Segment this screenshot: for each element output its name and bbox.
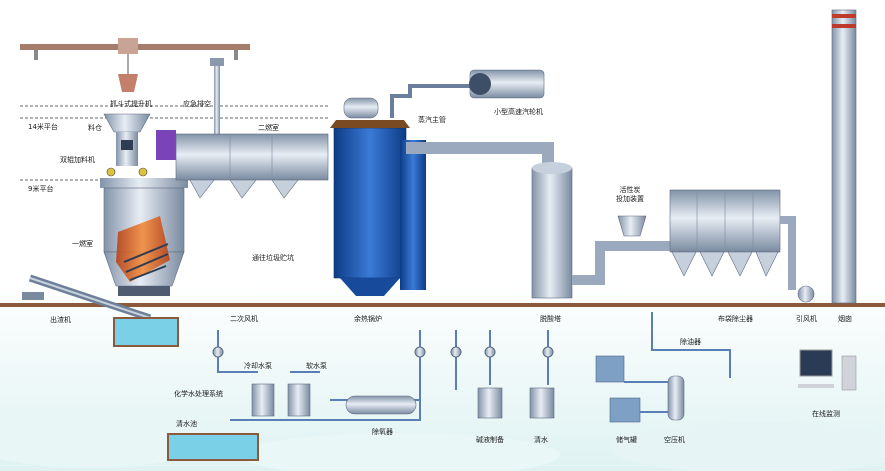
label-ash-remover: 出渣机 bbox=[50, 316, 71, 324]
label-clear-pool: 清水池 bbox=[176, 420, 197, 428]
crane-trolley bbox=[118, 38, 138, 54]
cabinet-upper bbox=[595, 355, 625, 383]
bag-filter-hoppers bbox=[671, 251, 779, 277]
turbine-wheel bbox=[469, 73, 491, 95]
secondary-chamber-hoppers bbox=[189, 179, 299, 199]
secondary-chamber bbox=[175, 133, 329, 181]
primary-chamber-top bbox=[100, 178, 188, 188]
steam-main-pipe bbox=[390, 84, 470, 118]
chimney-band bbox=[832, 14, 856, 18]
deacid-tower bbox=[531, 167, 573, 299]
double-feeder-roller bbox=[106, 167, 116, 177]
water-pipe bbox=[217, 330, 549, 390]
label-small-turbine: 小型高速汽轮机 bbox=[494, 108, 543, 116]
gas-tank-cabinet bbox=[609, 397, 641, 423]
pump-icon bbox=[542, 346, 554, 358]
pump-icon bbox=[450, 346, 462, 358]
air-compressor bbox=[667, 375, 685, 421]
label-grab-crane: 抓斗式提升机 bbox=[110, 100, 152, 108]
feeder-window bbox=[121, 140, 133, 150]
label-deacid-tower: 脱酸塔 bbox=[540, 315, 561, 323]
label-double-feeder: 双辊加料机 bbox=[60, 156, 95, 164]
ground-floor bbox=[0, 303, 885, 307]
chem-water-tank bbox=[251, 383, 275, 417]
label-soft-water-pump: 软水泵 bbox=[306, 362, 327, 370]
label-clear-water: 清水 bbox=[534, 436, 548, 444]
cloud bbox=[240, 433, 560, 471]
label-induced-fan: 引风机 bbox=[796, 315, 817, 323]
combustion-fire bbox=[116, 216, 170, 282]
label-cooling-pump: 冷却水泵 bbox=[244, 362, 272, 370]
crane-support bbox=[34, 50, 38, 60]
label-chem-water: 化学水处理系统 bbox=[174, 390, 223, 398]
alkali-tank bbox=[477, 387, 503, 419]
clear-pool bbox=[167, 433, 259, 461]
boiler-hopper bbox=[340, 278, 400, 296]
deacid-tower-top bbox=[532, 162, 572, 174]
activated-carbon-dosing bbox=[617, 215, 647, 237]
hopper bbox=[103, 113, 151, 133]
level-label-9m: 9米平台 bbox=[28, 185, 54, 193]
label-primary-chamber: 一燃室 bbox=[72, 240, 93, 248]
label-waste-heat-boiler: 余热锅炉 bbox=[354, 315, 382, 323]
flue-duct-purple bbox=[156, 130, 176, 160]
label-oil-remover: 除油器 bbox=[680, 338, 701, 346]
label-online-monitor: 在线监测 bbox=[812, 410, 840, 418]
monitor-tower bbox=[841, 355, 857, 391]
steam-drum bbox=[343, 97, 379, 119]
spiral-grate bbox=[123, 243, 169, 281]
grate-base bbox=[118, 286, 170, 296]
label-bag-filter: 布袋除尘器 bbox=[718, 315, 753, 323]
duct-tower-to-filter bbox=[572, 241, 682, 285]
label-deaerator: 除氧器 bbox=[372, 428, 393, 436]
air-pipe bbox=[624, 312, 731, 413]
flue-pipe bbox=[406, 142, 554, 168]
label-secondary-chamber: 二燃室 bbox=[258, 124, 279, 132]
label-steam-main: 蒸汽主管 bbox=[418, 116, 446, 124]
label-gas-tank: 储气罐 bbox=[616, 436, 637, 444]
deaerator bbox=[345, 395, 417, 415]
label-alkali-prep: 碱液制备 bbox=[476, 436, 504, 444]
label-to-waste-pit: 通往垃圾贮坑 bbox=[252, 254, 294, 262]
chem-water-tank bbox=[287, 383, 311, 417]
grab-bucket-icon bbox=[118, 74, 138, 92]
waste-heat-boiler bbox=[333, 127, 407, 279]
clear-water-tank bbox=[529, 387, 555, 419]
level-label-14m: 14米平台 bbox=[28, 123, 58, 131]
emergency-vent-cap bbox=[210, 58, 224, 66]
boiler-roof bbox=[330, 120, 410, 128]
duct-filter-to-fan bbox=[780, 216, 796, 290]
monitor-screen bbox=[799, 349, 833, 377]
double-feeder-roller bbox=[138, 167, 148, 177]
chimney-band bbox=[832, 24, 856, 28]
label-hopper: 料仓 bbox=[88, 124, 102, 132]
crane-support bbox=[234, 50, 238, 60]
pump-icon bbox=[414, 346, 426, 358]
monitor-keyboard bbox=[798, 384, 834, 388]
ash-remover-box bbox=[22, 292, 44, 300]
chimney bbox=[831, 9, 857, 304]
induced-fan bbox=[797, 285, 815, 303]
ash-conveyor-edge bbox=[29, 277, 151, 319]
label-secondary-fan: 二次风机 bbox=[230, 315, 258, 323]
cloud bbox=[610, 422, 885, 471]
pump-icon bbox=[484, 346, 496, 358]
label-emergency-vent: 应急排空 bbox=[183, 100, 211, 108]
pump-icon bbox=[212, 346, 224, 358]
slag-pool bbox=[113, 317, 179, 347]
label-air-compressor: 空压机 bbox=[664, 436, 685, 444]
label-chimney: 烟囱 bbox=[838, 315, 852, 323]
emergency-vent-pipe bbox=[214, 64, 220, 134]
boiler-side bbox=[400, 140, 426, 290]
cloud bbox=[0, 412, 210, 468]
label-activated-carbon: 活性炭 投加装置 bbox=[616, 186, 644, 203]
